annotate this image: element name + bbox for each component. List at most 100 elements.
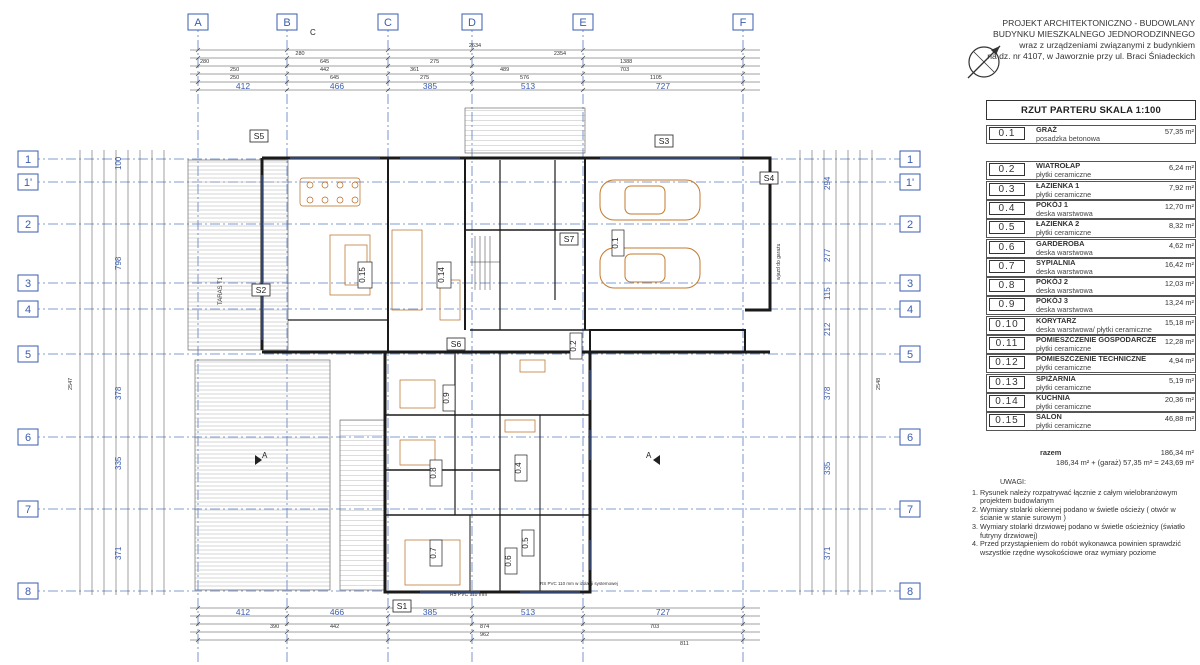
room-finish: posadzka betonowa [1036, 134, 1100, 143]
room-row-frame [986, 257, 1196, 277]
svg-text:798: 798 [114, 256, 123, 270]
room-tag-0.7: 0.7 [429, 539, 443, 567]
room-tag-0.5: 0.5 [521, 529, 535, 557]
svg-text:250: 250 [230, 67, 239, 73]
top-axis-dim: 412 [236, 81, 250, 91]
room-tag-0.14: 0.14 [436, 261, 452, 289]
note-item: Wymiary stolarki drzwiowej podano w świe… [980, 522, 1196, 540]
svg-text:442: 442 [320, 67, 329, 73]
svg-text:S4: S4 [764, 173, 775, 183]
axis-row-8-right: 8 [899, 582, 921, 600]
room-name: POKÓJ 1 [1036, 199, 1069, 209]
room-area: 4,94 m² [1168, 356, 1194, 366]
terrace-t3 [339, 419, 386, 591]
room-tag-0.15: 0.15 [357, 261, 373, 289]
room-name: POKÓJ 2 [1036, 277, 1069, 287]
garage-entry-note: wjazd do garażu [776, 243, 782, 280]
svg-text:280: 280 [295, 51, 304, 57]
svg-text:1388: 1388 [620, 59, 632, 65]
section-cuts: A A C [255, 28, 660, 465]
room-tag-0.4: 0.4 [514, 454, 528, 482]
svg-text:D: D [468, 17, 476, 29]
room-number: 0.14 [989, 394, 1025, 408]
side-axis-dims: 100 798 378 335 371 294 277 115 212 378 … [114, 156, 832, 560]
svg-text:7: 7 [907, 504, 913, 516]
dimension-lines [79, 49, 873, 641]
room-area: 12,70 m² [1164, 201, 1194, 211]
bottom-axis-dim: 385 [423, 607, 437, 617]
svg-text:5: 5 [25, 349, 31, 361]
axis-row-1-left: 1 [17, 150, 39, 168]
section-tag-S5: S5 [249, 129, 269, 143]
svg-text:R5 PVC 110 mm: R5 PVC 110 mm [450, 592, 487, 598]
pipe-note: RS PVC 110 mm w izolacji systemowej [540, 581, 618, 586]
room-tag-0.6: 0.6 [504, 547, 518, 575]
room-number: 0.3 [989, 182, 1025, 196]
room-area: 57,35 m² [1164, 127, 1194, 136]
svg-text:962: 962 [480, 632, 489, 638]
svg-text:0.6: 0.6 [504, 555, 513, 567]
room-row-frame [986, 296, 1196, 316]
room-name: GRAŻ [1036, 125, 1057, 134]
svg-text:7: 7 [25, 504, 31, 516]
axis-row-8-left: 8 [17, 582, 39, 600]
room-number: 0.1 [989, 127, 1025, 140]
room-row-frame [986, 412, 1196, 432]
room-finish: płytki ceramiczne [1036, 382, 1092, 392]
room-area: 12,28 m² [1164, 337, 1194, 346]
room-finish: deska warstwowa [1036, 305, 1093, 315]
axis-row-6-right: 6 [899, 428, 921, 446]
svg-text:442: 442 [330, 624, 339, 630]
room-number: 0.8 [989, 279, 1025, 293]
room-area: 46,88 m² [1164, 414, 1194, 424]
svg-text:2: 2 [907, 219, 913, 231]
axis-row-1'-right: 1' [899, 173, 921, 191]
room-number: 0.4 [989, 201, 1025, 215]
section-cut-c: C [310, 28, 316, 37]
svg-text:2: 2 [25, 219, 31, 231]
svg-text:0.7: 0.7 [429, 547, 438, 559]
room-finish: płytki ceramiczne [1036, 401, 1092, 411]
terrace-t1 [187, 159, 289, 351]
room-area: 8,32 m² [1168, 221, 1194, 231]
svg-text:703: 703 [650, 624, 659, 630]
axis-col-E: E [572, 13, 594, 31]
section-cut-right: A [646, 451, 652, 460]
svg-text:0.9: 0.9 [442, 392, 451, 404]
svg-text:277: 277 [823, 248, 832, 262]
room-row-frame [986, 373, 1196, 393]
svg-text:250: 250 [230, 75, 239, 81]
section-tag-S4: S4 [759, 171, 779, 185]
top-axis-dim: 385 [423, 81, 437, 91]
room-finish: płytki ceramiczne [1036, 363, 1092, 373]
staircase [470, 236, 500, 290]
svg-text:115: 115 [823, 287, 832, 300]
svg-text:S7: S7 [564, 234, 575, 244]
room-name: POKÓJ 3 [1036, 296, 1069, 306]
notes-heading: UWAGI: [999, 477, 1027, 486]
room-row-frame [986, 219, 1196, 239]
svg-text:100: 100 [114, 156, 123, 170]
svg-text:4: 4 [907, 304, 913, 316]
top-total-dim: 2634 [469, 43, 481, 49]
svg-text:3: 3 [907, 278, 913, 290]
top-axis-dim: 727 [656, 81, 670, 91]
room-area: 7,92 m² [1168, 182, 1194, 192]
totals-label: razem [1040, 448, 1062, 457]
room-number: 0.15 [989, 414, 1025, 428]
axis-row-7-left: 7 [17, 500, 39, 518]
terrace-label: TARAS T1 [218, 276, 224, 305]
axis-col-C: C [377, 13, 399, 31]
svg-text:294: 294 [823, 176, 832, 190]
axis-row-1-right: 1 [899, 150, 921, 168]
svg-text:645: 645 [320, 59, 329, 65]
svg-text:4: 4 [25, 304, 31, 316]
axis-row-4-right: 4 [899, 300, 921, 318]
room-number: 0.10 [989, 317, 1025, 331]
room-name: KORYTARZ [1036, 315, 1077, 325]
